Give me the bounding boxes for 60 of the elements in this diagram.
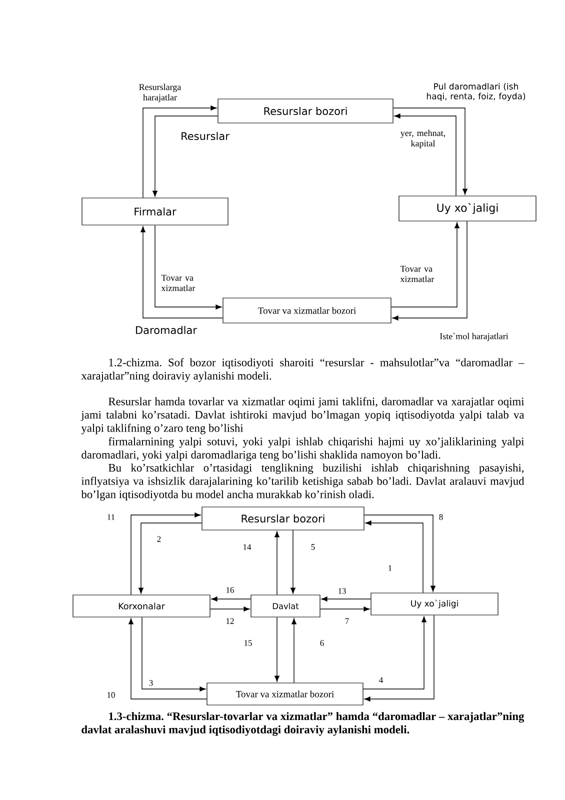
edge-label: Resurslarga harajatlar xyxy=(139,84,182,102)
flow-arrow xyxy=(210,606,250,612)
edge-label: 15 xyxy=(244,640,252,646)
flow-arrow xyxy=(320,606,370,612)
edge-label: yer, mehnat, kapital xyxy=(400,130,445,148)
edge-label: 10 xyxy=(108,692,115,698)
edge-label: 7 xyxy=(345,618,349,624)
flow-arrow xyxy=(365,520,424,594)
flow-arrow xyxy=(152,116,218,197)
edge-label: Pul daromadlari (ish haqi, renta, foiz, foyda) xyxy=(426,82,526,102)
edge-label: 11 xyxy=(108,514,115,520)
caption: 1.2-chizma. Sof bozor iqtisodiyoti sharoiti “resurslar - mahsulotlar”va “daromadlar – xarajatlar”ning doiraviy aylanishi modeli. xyxy=(81,358,524,382)
edge-label: Tovar va xizmatlar xyxy=(161,274,196,292)
flow-arrow xyxy=(140,226,224,318)
edge-label: 2 xyxy=(157,536,161,542)
flow-arrow xyxy=(364,514,436,592)
edge-label: 1 xyxy=(388,565,392,571)
flow-arrow xyxy=(390,222,460,308)
edge-label: 6 xyxy=(320,640,324,646)
flow-box: Tovar va xizmatlar bozori xyxy=(222,298,392,324)
edge-label: Iste`mol harajatlari xyxy=(440,332,508,342)
edge-label: 5 xyxy=(311,544,315,550)
edge-label: Tovar va xizmatlar xyxy=(400,266,434,282)
flow-arrow xyxy=(138,522,202,594)
flow-box: Firmalar xyxy=(82,198,228,226)
edge-label: 14 xyxy=(244,544,252,550)
flow-arrow xyxy=(292,618,296,684)
flow-arrow xyxy=(211,596,252,602)
flow-arrow xyxy=(392,108,468,195)
edge-label: Daromadlar xyxy=(136,326,198,334)
flow-arrow xyxy=(130,512,201,596)
paragraph: Bu ko’rsatkichlar o’rtasidagi tenglikning buzilishi ishlab chiqarishning pasayishi, inflyatsiya va ishsizlik darajalarining ko’tarilib ketishiga sabab bo’ladi. Davlat aralauvi mavjud bo’lgan iqtisodiyotda bu model ancha murakkab ko’rinish oladi. xyxy=(81,464,524,501)
flow-arrow xyxy=(392,220,468,320)
paragraph: firmalarnining yalpi sotuvi, yoki yalpi ishlab chiqarishi hajmi uy xo’jaliklarining yalpi daromadlari, yoki yalpi daromadlariga teng bo’lishi shaklida namoyon bo’ladi. xyxy=(82,437,524,461)
flow-box: Uy xo`jaligi xyxy=(370,592,498,616)
flow-box: Resurslar bozori xyxy=(202,506,364,530)
flow-box: Resurslar bozori xyxy=(218,98,394,124)
flow-arrow xyxy=(142,106,217,198)
flow-arrow xyxy=(394,114,456,196)
flow-arrow xyxy=(142,616,206,692)
flow-box: Korxonalar xyxy=(72,594,210,618)
edge-label: 4 xyxy=(379,677,383,683)
flow-box: Tovar va xizmatlar bozori xyxy=(206,682,364,706)
edge-label: Resurslar xyxy=(182,132,230,140)
flow-arrow xyxy=(274,616,280,682)
edge-label: 16 xyxy=(226,587,234,593)
edge-label: 12 xyxy=(226,618,234,624)
flow-box: Uy xo`jaligi xyxy=(398,196,536,222)
flow-arrow xyxy=(362,616,426,690)
edge-label: 8 xyxy=(439,514,443,520)
flow-arrow xyxy=(364,614,434,702)
flow-arrow xyxy=(128,618,208,700)
edge-label: 13 xyxy=(338,588,346,594)
flow-arrow xyxy=(321,596,372,602)
edge-label: 3 xyxy=(149,680,153,686)
flow-arrow xyxy=(154,224,222,310)
flow-box: Davlat xyxy=(250,594,320,618)
flow-arrow xyxy=(290,530,296,594)
caption: 1.3-chizma. “Resurslar-tovarlar va xizmatlar” hamda “daromadlar – xarajatlar”ning davlat aralashuvi mavjud iqtisodiyotdagi doiraviy aylanishi modeli. xyxy=(82,712,524,736)
flow-arrow xyxy=(274,531,280,596)
